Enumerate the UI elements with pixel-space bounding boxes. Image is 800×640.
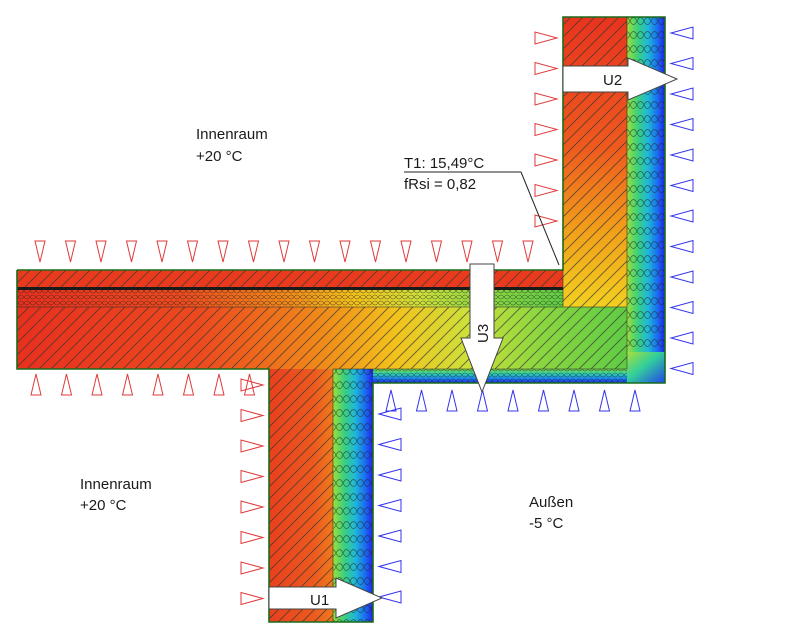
interior-marker-slab-bottom — [152, 373, 164, 396]
exterior-marker-upper-wall — [669, 331, 694, 345]
exterior-marker-upper-wall — [669, 239, 694, 254]
exterior-marker-lower-wall — [377, 498, 402, 513]
exterior-marker-upper-wall — [669, 300, 694, 315]
exterior-marker-slab — [446, 389, 458, 412]
annotation-temperature: T1: 15,49°C — [404, 155, 484, 172]
interior-bottom-name: Innenraum — [80, 476, 152, 493]
interior-marker-slab-bottom — [213, 373, 225, 396]
interior-marker-lower-wall — [240, 530, 265, 545]
interior-marker-upper-wall — [534, 214, 559, 228]
flux-arrow-u3-label: U3 — [475, 324, 492, 343]
exterior-boundary-markers — [377, 26, 694, 604]
exterior-name: Außen — [529, 494, 573, 511]
interior-marker-lower-wall — [240, 408, 265, 423]
interior-marker-lower-wall — [240, 378, 265, 392]
exterior-marker-slab — [568, 389, 580, 412]
slab-underside-insulation-pattern — [373, 369, 665, 383]
interior-marker-floor-top — [64, 240, 77, 263]
exterior-marker-slab — [598, 389, 611, 412]
interior-marker-floor-top — [461, 240, 473, 263]
exterior-marker-lower-wall — [377, 529, 402, 543]
exterior-marker-lower-wall — [377, 468, 402, 482]
exterior-marker-slab — [537, 389, 550, 412]
annotation-frsi: fRsi = 0,82 — [404, 176, 476, 193]
interior-marker-floor-top — [522, 240, 534, 263]
interior-marker-upper-wall — [534, 61, 559, 76]
floor-slab-hatch — [17, 307, 627, 369]
interior-marker-upper-wall — [534, 122, 559, 137]
interior-marker-lower-wall — [240, 469, 265, 484]
exterior-marker-lower-wall — [377, 437, 402, 452]
interior-marker-floor-top — [430, 240, 443, 263]
exterior-marker-slab — [415, 389, 428, 412]
interior-marker-floor-top — [339, 240, 351, 263]
exterior-marker-upper-wall — [669, 148, 694, 162]
interior-marker-floor-top — [34, 240, 46, 263]
exterior-marker-lower-wall — [377, 407, 402, 421]
interior-marker-lower-wall — [240, 500, 265, 514]
exterior-marker-upper-wall — [669, 26, 694, 40]
interior-top-name: Innenraum — [196, 126, 268, 143]
exterior-temperature: -5 °C — [529, 515, 564, 532]
interior-marker-slab-bottom — [60, 373, 73, 396]
interior-marker-floor-top — [278, 240, 290, 263]
interior-marker-floor-top — [400, 240, 412, 263]
interior-marker-slab-bottom — [30, 373, 42, 396]
flux-arrow-u2: U2 — [562, 57, 679, 101]
interior-marker-floor-top — [156, 240, 168, 263]
flux-arrow-u3: U3 — [460, 263, 504, 394]
upper-wall-masonry-hatch — [563, 17, 627, 307]
exterior-marker-upper-wall — [669, 361, 694, 376]
exterior-marker-slab — [629, 389, 641, 412]
interior-marker-floor-top — [217, 240, 229, 263]
insulation-corner — [627, 352, 665, 383]
interior-marker-floor-top — [308, 240, 321, 263]
interior-marker-slab-bottom — [91, 373, 103, 396]
exterior-marker-upper-wall — [669, 209, 694, 223]
interior-marker-upper-wall — [534, 183, 559, 198]
interior-marker-lower-wall — [240, 591, 265, 606]
annotation-leader — [404, 171, 560, 266]
interior-marker-floor-top — [247, 240, 260, 263]
interior-marker-upper-wall — [534, 31, 559, 45]
construction-outline — [16, 16, 666, 623]
exterior-marker-upper-wall — [669, 178, 694, 193]
interior-marker-floor-top — [125, 240, 138, 263]
interior-marker-floor-top — [491, 240, 504, 263]
lower-wall-masonry-hatch — [269, 369, 333, 622]
floor-screed-hatch — [17, 270, 563, 287]
exterior-marker-lower-wall — [377, 590, 402, 604]
interior-marker-lower-wall — [240, 439, 265, 453]
exterior-marker-upper-wall — [669, 270, 694, 284]
flux-arrow-u2-label: U2 — [603, 72, 622, 89]
exterior-marker-upper-wall — [669, 87, 694, 101]
interior-marker-floor-top — [186, 240, 199, 263]
interior-marker-upper-wall — [534, 92, 559, 106]
interior-marker-lower-wall — [240, 561, 265, 575]
interior-marker-upper-wall — [534, 153, 559, 167]
flux-arrow-u1-label: U1 — [310, 592, 329, 609]
interior-boundary-markers — [30, 31, 559, 606]
exterior-marker-slab — [507, 389, 519, 412]
interior-marker-slab-bottom — [182, 373, 195, 396]
exterior-marker-upper-wall — [669, 56, 694, 71]
interior-bottom-temperature: +20 °C — [80, 497, 127, 514]
floor-impact-insulation-pattern — [17, 290, 563, 307]
interior-marker-floor-top — [95, 240, 107, 263]
exterior-marker-slab — [385, 389, 397, 412]
exterior-marker-lower-wall — [377, 559, 402, 574]
interior-marker-slab-bottom — [243, 373, 256, 396]
interior-top-temperature: +20 °C — [196, 148, 243, 165]
floor-foil-line — [17, 287, 563, 290]
exterior-marker-slab — [476, 389, 489, 412]
exterior-marker-upper-wall — [669, 117, 694, 132]
interior-marker-slab-bottom — [121, 373, 134, 396]
interior-marker-floor-top — [369, 240, 382, 263]
flux-arrow-u1: U1 — [268, 577, 384, 619]
